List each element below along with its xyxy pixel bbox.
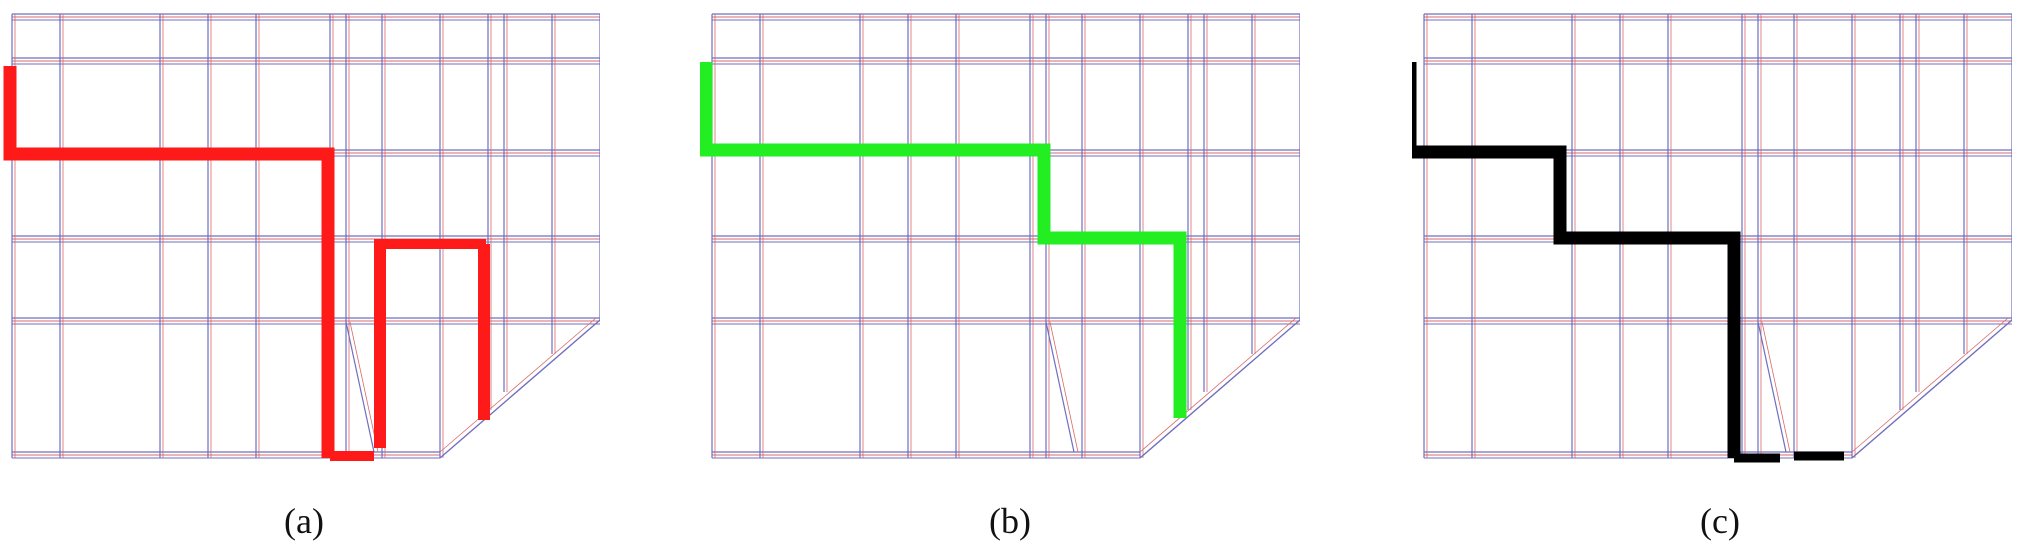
slanted-edge xyxy=(1139,319,1300,459)
slanted-brace xyxy=(1045,321,1075,453)
failure-path xyxy=(3,66,335,458)
slanted-brace xyxy=(1761,321,1791,453)
slanted-edge xyxy=(1851,317,2009,453)
failure-path xyxy=(1412,62,1741,458)
frame-grid xyxy=(1423,13,2012,459)
failure-path xyxy=(700,62,1187,418)
panel-b: (b) xyxy=(700,0,1300,560)
slanted-edge xyxy=(439,319,600,459)
slanted-brace xyxy=(1049,321,1079,453)
slanted-edge xyxy=(1851,319,2012,459)
frame-grid xyxy=(11,13,600,459)
panel-c-caption: (c) xyxy=(1700,501,1740,541)
frame-grid xyxy=(711,13,1300,459)
panel-a-frame-diagram xyxy=(3,13,600,461)
slanted-brace xyxy=(345,321,375,453)
panel-a: (a) xyxy=(0,0,600,560)
panel-b-frame-diagram xyxy=(700,13,1300,459)
panel-c: (c) xyxy=(1412,0,2012,560)
panel-a-caption: (a) xyxy=(284,501,324,541)
slanted-edge xyxy=(1139,317,1297,453)
slanted-brace xyxy=(349,321,379,453)
panel-b-caption: (b) xyxy=(989,501,1031,541)
slanted-edge xyxy=(439,317,597,453)
slanted-brace xyxy=(1757,321,1787,453)
panel-c-frame-diagram xyxy=(1412,13,2012,463)
